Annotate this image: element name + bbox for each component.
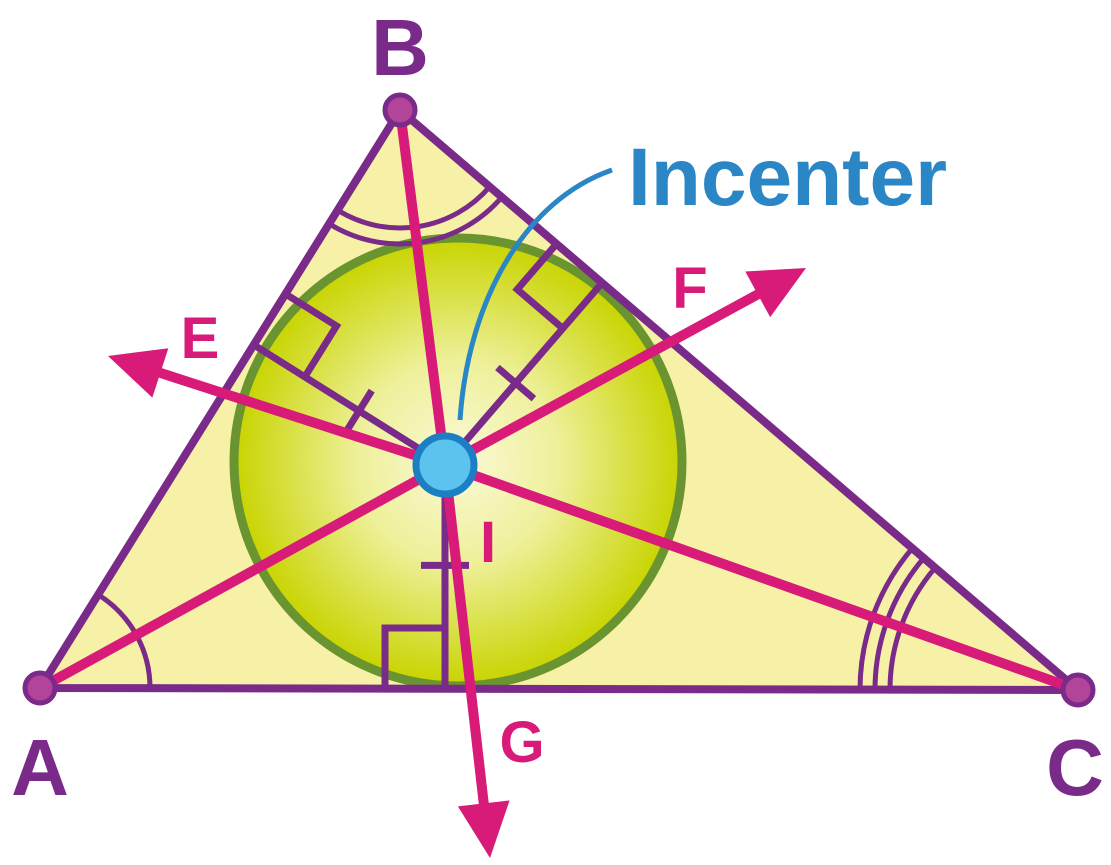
vertex-label-c: C xyxy=(1046,723,1104,812)
tick-mark-bc xyxy=(495,364,537,402)
bisector-c xyxy=(440,460,1083,695)
right-angle-mark-ab xyxy=(283,291,342,379)
point-label-i: I xyxy=(480,510,496,575)
triangle-outline xyxy=(36,106,1082,694)
inradius-ab xyxy=(252,342,447,468)
inradius-bc xyxy=(442,280,605,468)
bisector-a xyxy=(35,460,450,693)
point-label-f: F xyxy=(672,256,707,321)
right-angle-mark-bc xyxy=(512,241,566,332)
incenter-label: Incenter xyxy=(628,132,947,223)
vertex-a-point xyxy=(22,670,58,706)
right-angle-mark-ac xyxy=(381,624,445,688)
ray-e-arrowhead-icon xyxy=(108,348,169,398)
ray-f-arrowhead-icon xyxy=(745,268,806,318)
angle-bisectors xyxy=(35,105,1083,858)
ray-f xyxy=(440,289,763,470)
vertex-label-b: B xyxy=(371,3,429,92)
incenter-callout-line xyxy=(457,167,613,421)
incenter-point xyxy=(412,432,478,498)
point-label-e: E xyxy=(181,306,220,371)
vertex-c-point xyxy=(1060,672,1096,708)
ray-g xyxy=(440,460,489,809)
point-label-g: G xyxy=(499,710,544,775)
tick-mark-ab xyxy=(343,388,375,434)
vertex-label-a: A xyxy=(11,723,69,812)
bisector-b xyxy=(395,105,450,470)
ray-g-arrowhead-icon xyxy=(457,800,510,858)
ray-e xyxy=(155,367,450,470)
inradius-segments xyxy=(252,241,605,688)
vertex-b-point xyxy=(382,92,418,128)
